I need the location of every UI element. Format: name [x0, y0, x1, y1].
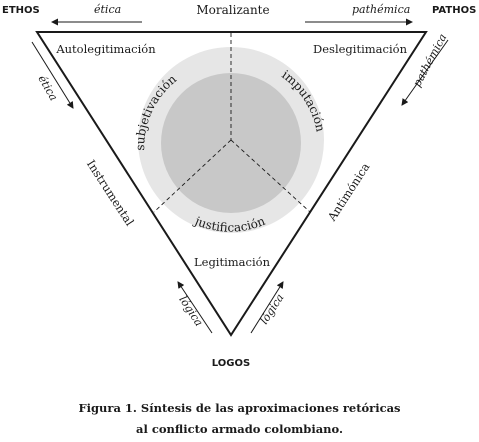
figure-caption-line-2: al conflicto armado colombiano. [136, 422, 343, 436]
top-center-label: Moralizante [196, 3, 269, 17]
right-center-label: Antimónica [324, 160, 372, 224]
ring-justificacion: justificación [191, 213, 267, 235]
right-bottom-label: lógica [258, 292, 287, 327]
figure-caption-line-1: Figura 1. Síntesis de las aproximaciones… [78, 401, 401, 415]
vertex-pathos: PATHOS [432, 5, 476, 16]
arrow-bottom-left [177, 281, 213, 334]
right-outer-label: pathémica [410, 32, 449, 90]
top-left-label: ética [94, 3, 121, 16]
left-outer-label: ética [35, 73, 60, 103]
left-center-label: Instrumental [84, 157, 137, 228]
vertex-logos: LOGOS [212, 358, 250, 369]
top-right-label: pathémica [352, 3, 410, 16]
arrow-bottom-right [250, 281, 284, 334]
arrow-right-outer [401, 39, 449, 106]
arrow-left-outer [31, 41, 74, 109]
region-autolegitimacion: Autolegitimación [55, 42, 156, 56]
edge-arrows [31, 18, 449, 334]
left-bottom-label: lógica [176, 294, 205, 329]
vertex-ethos: ETHOS [2, 5, 40, 16]
dashed-dividers [153, 33, 311, 213]
triangle-outline [35, 31, 428, 337]
inner-circle [161, 73, 301, 213]
region-deslegitimacion: Deslegitimación [313, 42, 408, 56]
region-legitimacion: Legitimación [194, 255, 271, 269]
